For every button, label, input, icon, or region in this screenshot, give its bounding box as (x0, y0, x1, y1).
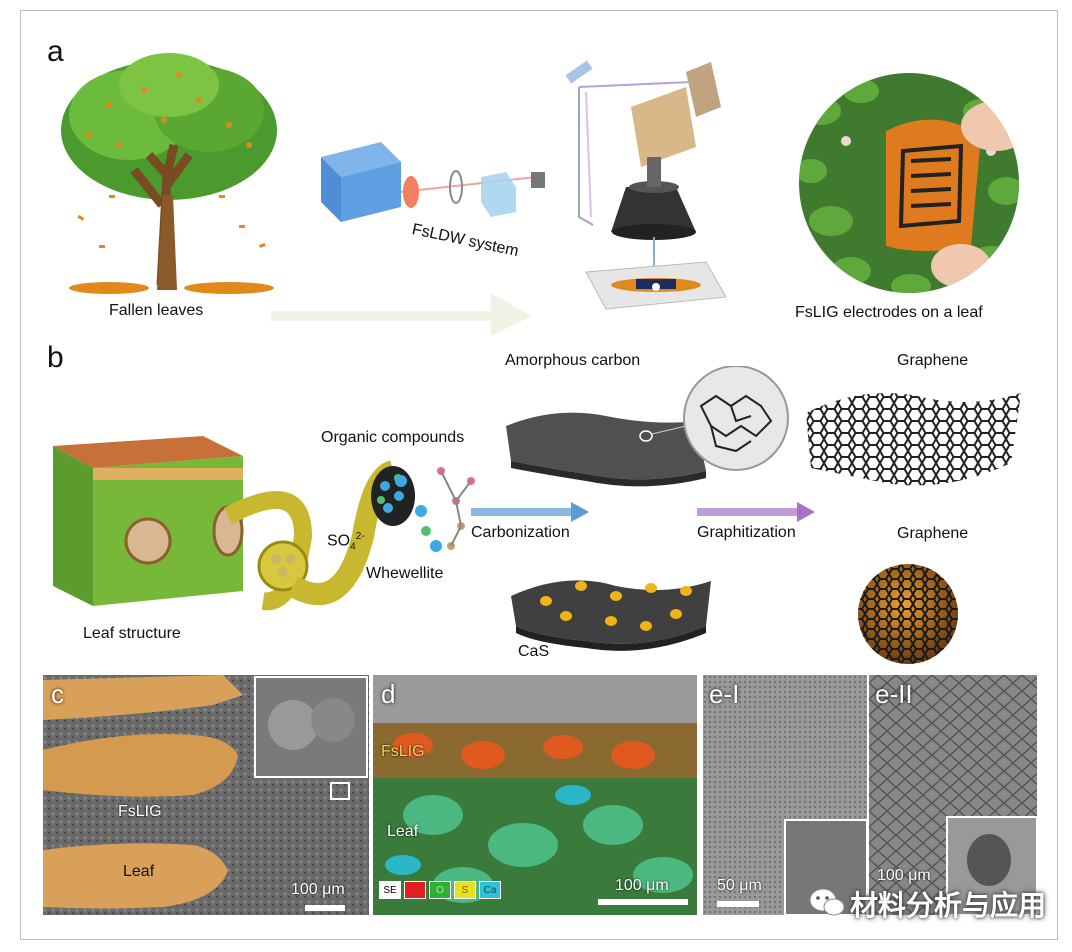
panel-d-letter: d (381, 679, 396, 709)
watermark-text: 材料分析与应用 (850, 890, 1047, 921)
legend-s: S (454, 881, 476, 899)
legend-se: SE (379, 881, 401, 899)
electrodes-label: FsLIG electrodes on a leaf (795, 304, 983, 321)
carbonization-label: Carbonization (471, 524, 570, 541)
process-arrow (271, 293, 531, 336)
cas-illustration (511, 580, 711, 651)
panel-e1-scale-label: 50 μm (717, 877, 762, 894)
legend-ca: Ca (479, 881, 501, 899)
panel-d-scalebar (598, 899, 688, 905)
panel-d-scale-label: 100 μm (615, 877, 669, 894)
panel-e1-image: e-I 50 μm (703, 675, 867, 915)
fsldw-system-illustration (321, 60, 727, 310)
panel-d-leaf-label: Leaf (387, 823, 419, 840)
organic-compounds-label: Organic compounds (321, 429, 465, 446)
panel-d-legend: SE C O S Ca (379, 881, 509, 899)
so4-label: SO42- (327, 531, 365, 553)
leaf-structure-illustration (53, 436, 415, 611)
graphitization-arrow (697, 502, 815, 522)
panel-c-image: c FsLIG Leaf 100 μm (43, 675, 369, 915)
leaf-electrode-photo (799, 73, 1019, 293)
panel-e2-letter: e-II (875, 679, 913, 709)
panel-e2-image: e-II 100 μm (869, 675, 1037, 915)
panel-c-leaf-label: Leaf (123, 863, 155, 880)
graphene-top-label: Graphene (897, 352, 969, 369)
cas-label: CaS (518, 643, 550, 660)
panel-c-letter: c (51, 679, 64, 709)
carbonization-arrow (471, 502, 589, 522)
amorphous-carbon-illustration (506, 366, 789, 487)
graphene-sheet-illustration (806, 393, 1021, 486)
tree-illustration (61, 53, 277, 294)
panel-e1-scalebar (717, 901, 759, 907)
figure-frame: a Fallen leaves (20, 10, 1058, 940)
leaf-structure-label: Leaf structure (83, 625, 181, 642)
graphitization-label: Graphitization (697, 524, 796, 541)
panel-a-letter: a (47, 35, 64, 68)
panel-d-fslig-label: FsLIG (381, 743, 425, 760)
panel-b-letter: b (47, 341, 64, 374)
molecules-illustration (395, 467, 475, 552)
fallen-leaves-label: Fallen leaves (109, 302, 204, 319)
panel-c-fslig-label: FsLIG (118, 803, 162, 820)
amorphous-carbon-label: Amorphous carbon (505, 352, 641, 369)
whewellite-label: Whewellite (366, 565, 444, 582)
panel-c-scalebar (305, 905, 345, 911)
panel-d-image: d FsLIG Leaf SE C O S Ca 100 μm (373, 675, 697, 915)
graphene-bottom-label: Graphene (897, 525, 969, 542)
legend-c: C (404, 881, 426, 899)
panel-c-scale-label: 100 μm (291, 881, 345, 898)
graphene-sphere-illustration (858, 564, 958, 664)
panel-e2-scale-label: 100 μm (877, 867, 931, 884)
panel-e1-letter: e-I (709, 679, 740, 709)
wechat-icon (808, 886, 846, 920)
legend-o: O (429, 881, 451, 899)
